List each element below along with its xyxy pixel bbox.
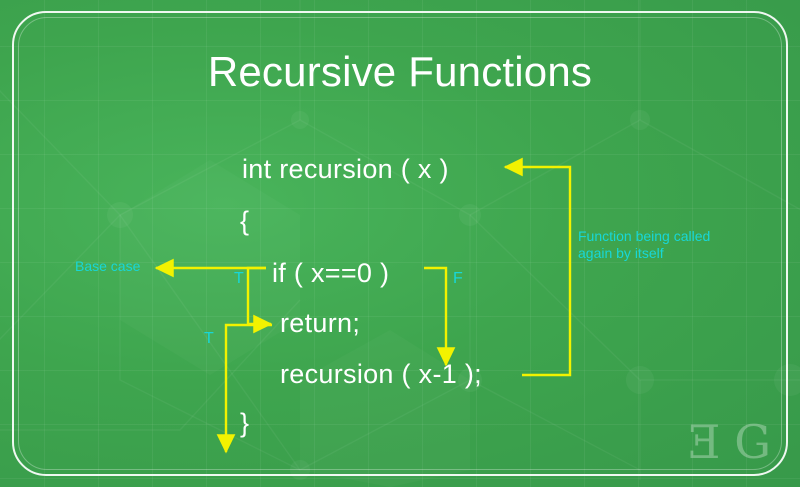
geeksforgeeks-logo: Ǝ G <box>688 415 771 469</box>
branch-label-if-false: F <box>453 270 463 287</box>
annotation-self-call-line2: again by itself <box>578 245 664 261</box>
code-line-recurse: recursion ( x-1 ); <box>280 359 482 389</box>
code-line-if: if ( x==0 ) <box>272 258 390 288</box>
code-line-close-brace: } <box>240 408 250 438</box>
page-title: Recursive Functions <box>207 48 593 95</box>
annotation-self-call-line1: Function being called <box>578 228 711 244</box>
code-line-return: return; <box>280 308 361 338</box>
branch-label-return-true: T <box>204 330 214 347</box>
code-line-open-brace: { <box>240 206 250 236</box>
branch-label-if-true: T <box>234 270 244 287</box>
code-line-signature: int recursion ( x ) <box>242 154 449 184</box>
annotation-base-case: Base case <box>75 258 141 274</box>
